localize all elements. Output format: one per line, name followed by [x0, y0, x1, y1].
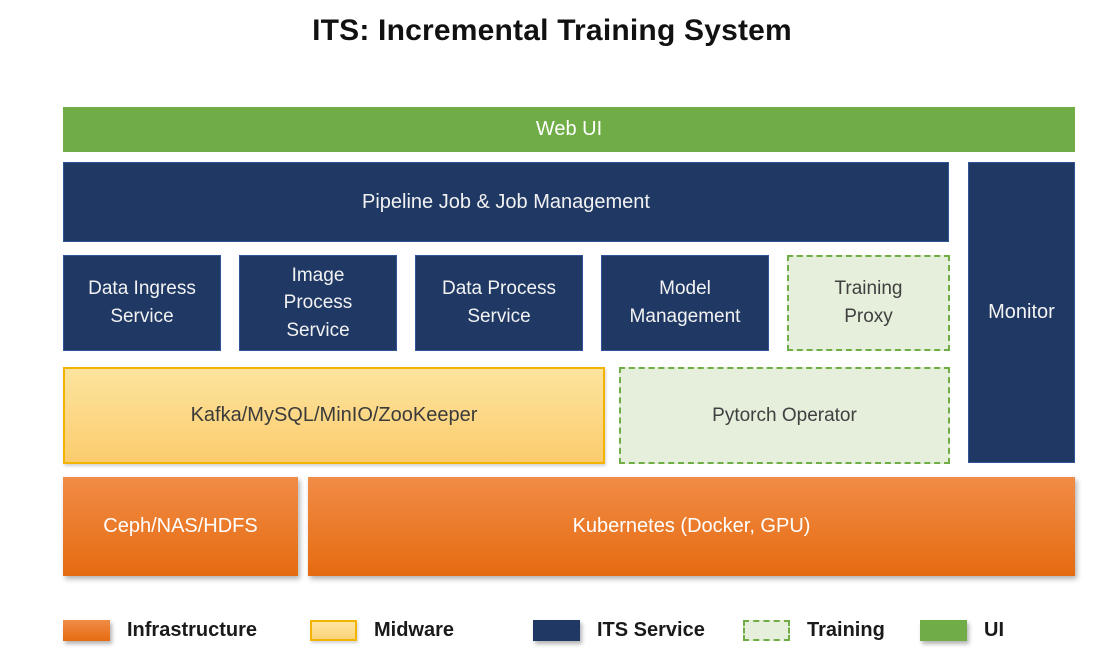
midware-kafka-mysql-minio-zookeeper-box: Kafka/MySQL/MinIO/ZooKeeper — [63, 367, 605, 464]
legend-swatch-infrastructure — [63, 619, 110, 641]
legend-label-infrastructure: Infrastructure — [127, 618, 258, 641]
legend-label-its-service: ITS Service — [597, 618, 705, 641]
image-process-service-box: Image Process Service — [239, 255, 397, 351]
legend-label-midware: Midware — [374, 618, 455, 641]
model-management-box: Model Management — [601, 255, 769, 351]
kubernetes-box: Kubernetes (Docker, GPU) — [308, 477, 1075, 576]
page-title: ITS: Incremental Training System — [312, 14, 792, 47]
legend-label-ui: UI — [984, 618, 1004, 641]
legend-item-its-service: ITS Service — [533, 614, 705, 646]
legend-item-training: Training — [743, 614, 885, 646]
legend-item-infrastructure: Infrastructure — [63, 614, 257, 646]
legend-label-training: Training — [807, 618, 885, 641]
pytorch-operator-box: Pytorch Operator — [619, 367, 950, 464]
pipeline-job-management-box: Pipeline Job & Job Management — [63, 162, 949, 242]
legend-swatch-ui — [920, 619, 967, 641]
data-process-service-box: Data Process Service — [415, 255, 583, 351]
monitor-box: Monitor — [968, 162, 1075, 463]
legend-item-midware: Midware — [310, 614, 454, 646]
data-ingress-service-box: Data Ingress Service — [63, 255, 221, 351]
legend-swatch-midware — [310, 619, 357, 641]
legend-swatch-its-service — [533, 619, 580, 641]
training-proxy-box: Training Proxy — [787, 255, 950, 351]
web-ui-box: Web UI — [63, 107, 1075, 152]
legend-swatch-training — [743, 619, 790, 641]
legend-item-ui: UI — [920, 614, 1004, 646]
ceph-nas-hdfs-box: Ceph/NAS/HDFS — [63, 477, 298, 576]
